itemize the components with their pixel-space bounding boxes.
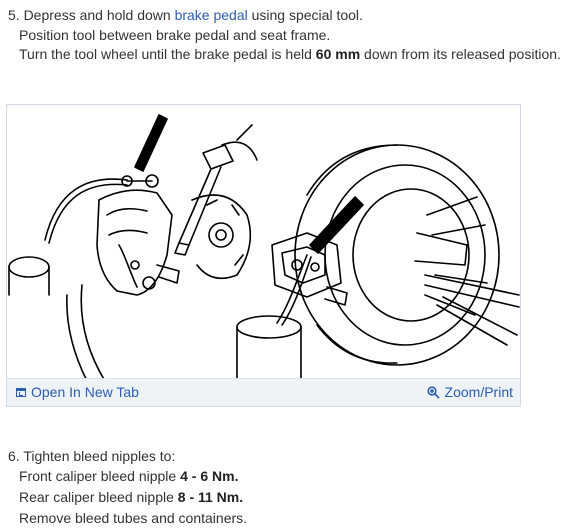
step5-line1: 5. Depress and hold down brake pedal usi… [8, 7, 363, 23]
front-caliper-drawing [8, 114, 258, 296]
step5-line3: Turn the tool wheel until the brake peda… [19, 46, 561, 62]
brake-caliper-diagram [8, 114, 520, 381]
open-tab-icon [16, 387, 26, 397]
open-in-new-tab-button[interactable]: Open In New Tab [16, 384, 139, 400]
step6-line4: Remove bleed tubes and containers. [19, 510, 248, 526]
zoom-icon [426, 385, 440, 399]
step5-line2: Position tool between brake pedal and se… [19, 27, 331, 43]
brake-pedal-link[interactable]: brake pedal [174, 7, 248, 23]
zoom-print-button[interactable]: Zoom/Print [426, 384, 513, 400]
step6-line1: 6. Tighten bleed nipples to: [8, 448, 176, 464]
rear-caliper-drawing [66, 144, 520, 381]
figure-toolbar: Open In New Tab Zoom/Print [7, 378, 520, 406]
figure-panel: Open In New Tab Zoom/Print [6, 104, 521, 407]
step6-line3: Rear caliper bleed nipple 8 - 11 Nm. [19, 489, 244, 505]
step6-line2: Front caliper bleed nipple 4 - 6 Nm. [19, 468, 239, 484]
